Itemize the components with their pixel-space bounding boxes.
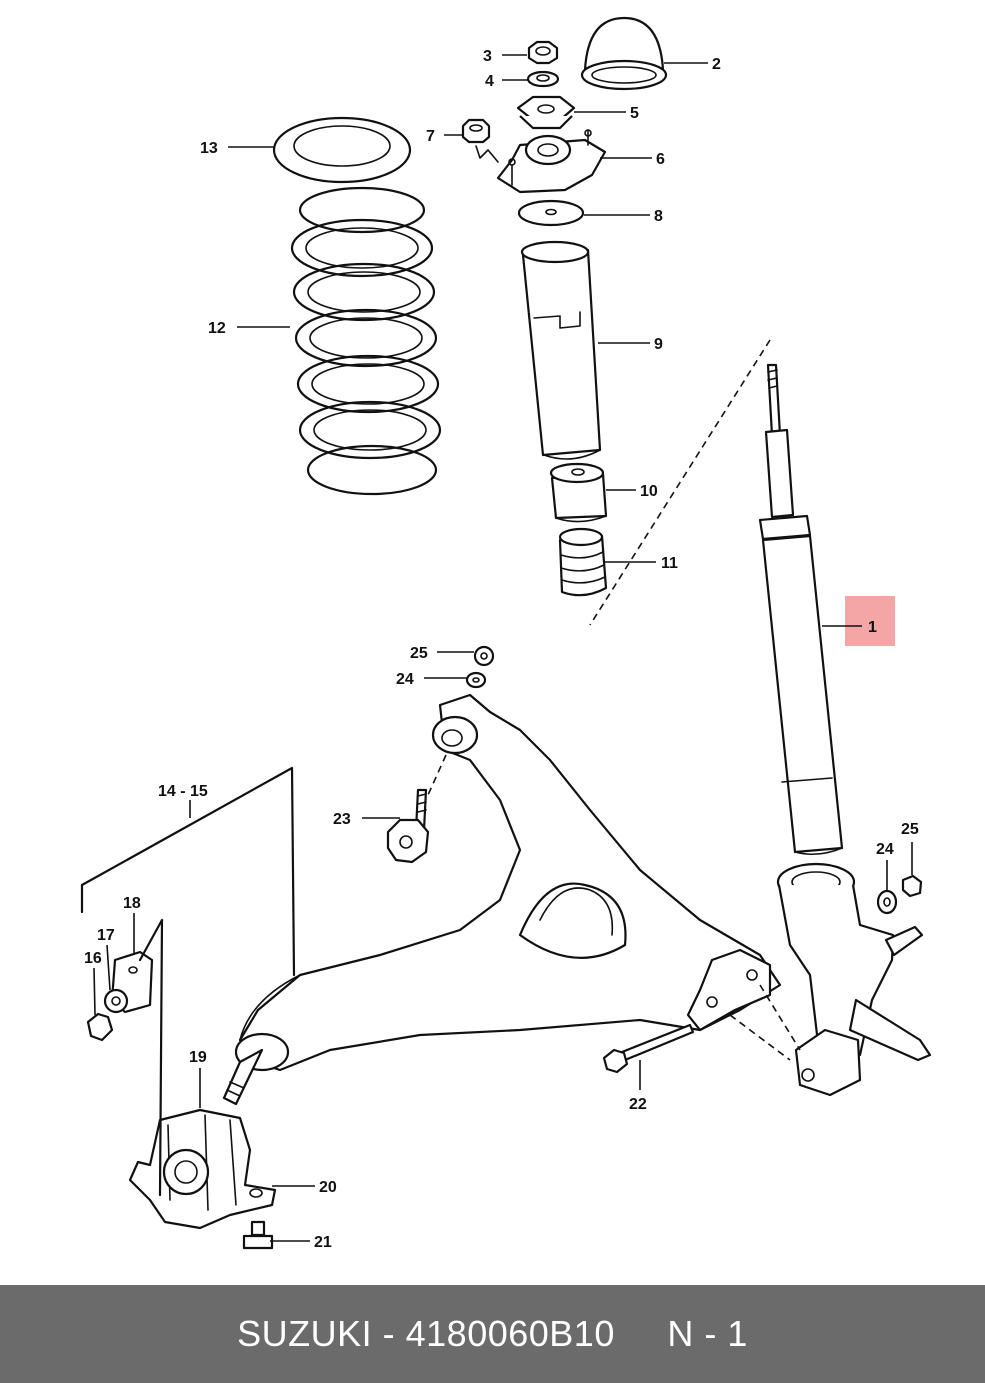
callout-7: 7 [426, 128, 435, 145]
callout-3: 3 [483, 48, 492, 65]
callout-22: 22 [629, 1096, 647, 1113]
highlight-box-part-1 [845, 596, 895, 646]
part-17-washer[interactable] [103, 988, 129, 1014]
callout-25-lower: 25 [901, 821, 919, 838]
part-8-spring-seat[interactable] [517, 199, 585, 227]
part-10-bump-stop[interactable] [549, 462, 608, 523]
callout-6: 6 [656, 151, 665, 168]
part-21-bolt[interactable] [242, 1220, 274, 1250]
part-2-dust-cap[interactable] [580, 16, 668, 91]
part-24-washer-upper[interactable] [465, 671, 487, 689]
part-9-dust-boot[interactable] [520, 240, 602, 460]
part-4-washer[interactable] [526, 70, 560, 88]
footer-part-number: SUZUKI - 4180060B10 [237, 1313, 615, 1354]
leader-lines [93, 54, 913, 1242]
part-12-coil-spring[interactable] [290, 186, 442, 496]
callout-25-upper: 25 [410, 645, 428, 662]
part-16-nut[interactable] [86, 1012, 114, 1042]
part-22-bolt[interactable] [602, 1023, 695, 1074]
callout-8: 8 [654, 208, 663, 225]
part-25-nut-lower[interactable] [901, 874, 923, 898]
part-24-washer-lower[interactable] [876, 889, 898, 915]
callout-24-lower: 24 [876, 841, 894, 858]
callout-16: 16 [84, 950, 102, 967]
part-13-spring-insulator[interactable] [272, 116, 412, 184]
part-1-shock-absorber[interactable] [758, 363, 844, 856]
footer-page-label: N - 1 [667, 1313, 748, 1354]
callout-13: 13 [200, 140, 218, 157]
suspension-exploded-diagram: 3 4 2 5 7 6 13 8 12 9 10 11 1 25 24 14 -… [80, 16, 932, 1251]
part-7-nut[interactable] [461, 118, 499, 163]
callout-19: 19 [189, 1049, 207, 1066]
part-19-bolt[interactable] [222, 1048, 264, 1106]
callout-5: 5 [630, 105, 639, 122]
part-25-nut-upper[interactable] [473, 645, 495, 667]
callout-24-upper: 24 [396, 671, 414, 688]
callout-9: 9 [654, 336, 663, 353]
steering-knuckle[interactable] [776, 862, 932, 1097]
callout-14-15: 14 - 15 [158, 783, 208, 800]
part-20-bushing-bracket[interactable] [128, 1108, 277, 1230]
callout-11: 11 [661, 555, 678, 572]
callout-12: 12 [208, 320, 226, 337]
callout-21: 21 [314, 1234, 332, 1251]
callout-20: 20 [319, 1179, 337, 1196]
callout-10: 10 [640, 483, 658, 500]
callout-17: 17 [97, 927, 115, 944]
lower-control-arm[interactable] [234, 693, 782, 1072]
callout-2: 2 [712, 56, 721, 73]
callout-4: 4 [485, 73, 494, 90]
group-bracket-16-18 [138, 918, 164, 1197]
part-6-strut-mount[interactable] [496, 129, 607, 194]
footer-bar: SUZUKI - 4180060B10 N - 1 [0, 1285, 985, 1383]
part-23-bolt[interactable] [386, 788, 430, 864]
part-3-nut[interactable] [527, 40, 559, 65]
callout-18: 18 [123, 895, 141, 912]
callout-1: 1 [868, 619, 877, 636]
part-11-bellows[interactable] [558, 527, 608, 597]
group-bracket-14-15 [80, 766, 296, 977]
callout-23: 23 [333, 811, 351, 828]
part-5-plate[interactable] [516, 95, 576, 130]
